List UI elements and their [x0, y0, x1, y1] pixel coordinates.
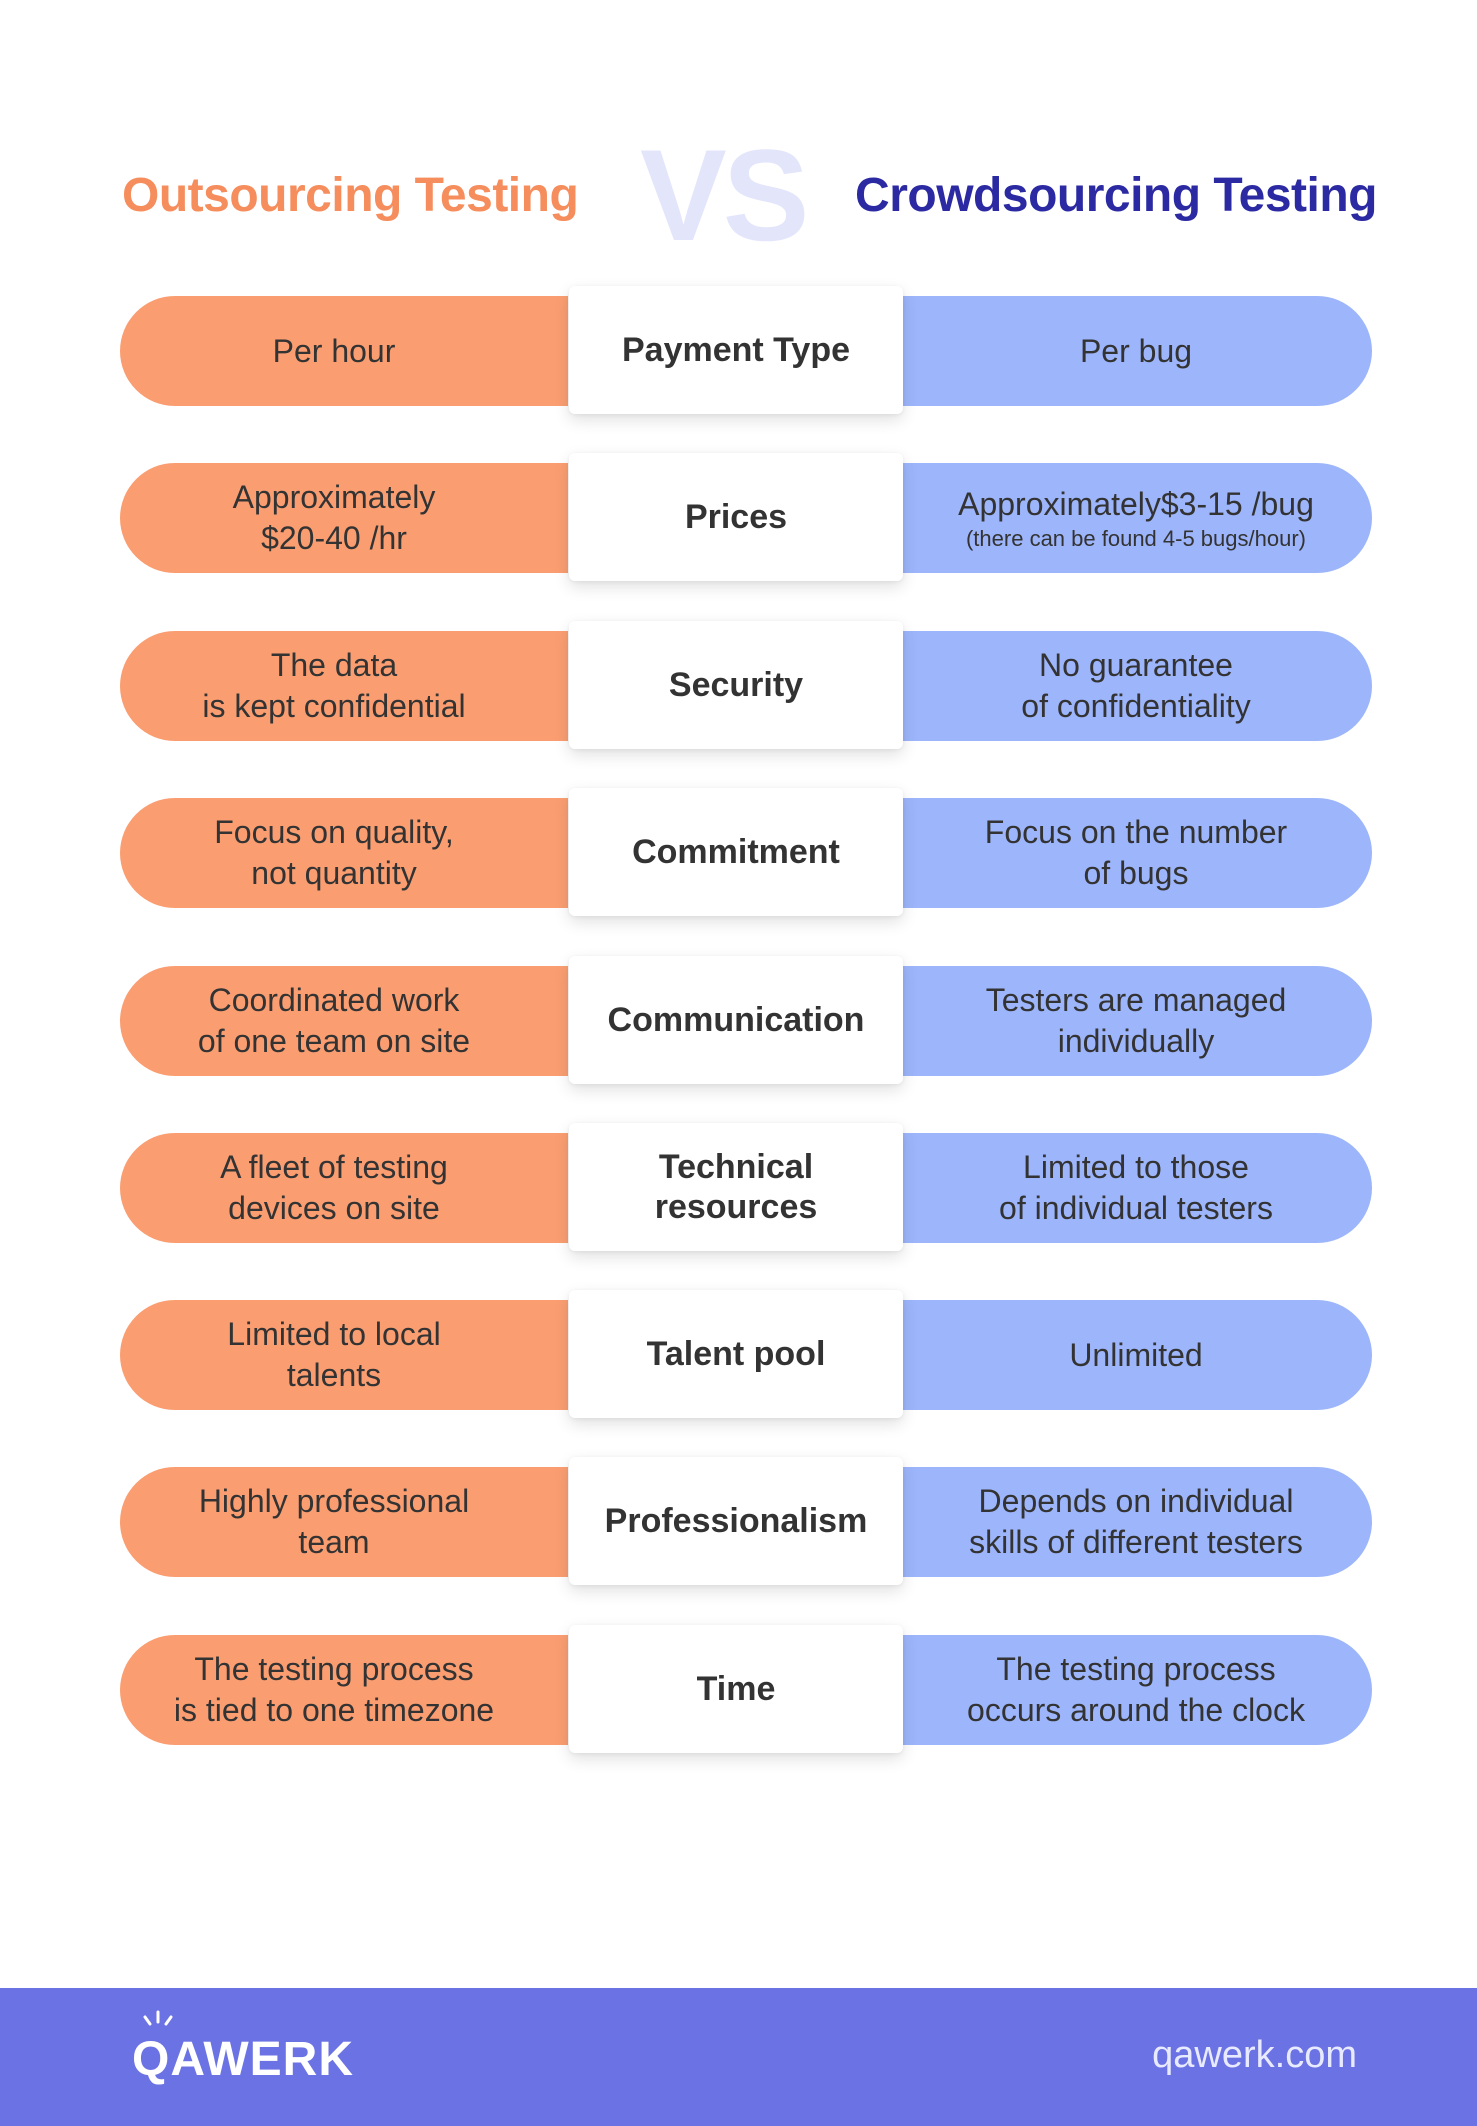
crowdsourcing-text: Focus on the number of bugs [984, 814, 1288, 891]
category-card: Prices [569, 453, 903, 581]
crowdsourcing-cell: Per bug [900, 296, 1372, 406]
crowdsourcing-cell: Focus on the number of bugs [900, 798, 1372, 908]
outsourcing-cell: The data is kept confidential [120, 631, 568, 741]
comparison-row-technical-resources: A fleet of testing devices on site Limit… [0, 1123, 1477, 1263]
comparison-row-commitment: Focus on quality, not quantity Focus on … [0, 788, 1477, 928]
category-card: Professionalism [569, 1457, 903, 1585]
outsourcing-cell: Coordinated work of one team on site [120, 966, 568, 1076]
comparison-row-professionalism: Highly professional team Depends on indi… [0, 1457, 1477, 1597]
crowdsourcing-note: (there can be found 4-5 bugs/hour) [965, 525, 1306, 551]
category-card: Communication [569, 956, 903, 1084]
outsourcing-cell: Per hour [120, 296, 568, 406]
category-card: Commitment [569, 788, 903, 916]
outsourcing-cell: Approximately $20-40 /hr [120, 463, 568, 573]
crowdsourcing-text: Depends on individual skills of differen… [969, 1483, 1303, 1560]
crowdsourcing-title: Crowdsourcing Testing [855, 169, 1377, 222]
outsourcing-cell: A fleet of testing devices on site [120, 1133, 568, 1243]
crowdsourcing-text: No guarantee of confidentiality [1021, 647, 1251, 724]
category-card: Talent pool [569, 1290, 903, 1418]
website-link[interactable]: qawerk.com [1152, 2034, 1357, 2076]
comparison-row-security: The data is kept confidential No guarant… [0, 621, 1477, 761]
comparison-row-prices: Approximately $20-40 /hr Approximately$3… [0, 453, 1477, 593]
crowdsourcing-cell: Depends on individual skills of differen… [900, 1467, 1372, 1577]
comparison-row-payment-type: Per hour Per bug Payment Type [0, 286, 1477, 426]
outsourcing-cell: Focus on quality, not quantity [120, 798, 568, 908]
vs-label: VS [640, 122, 809, 268]
category-card: Technical resources [569, 1123, 903, 1251]
qawerk-logo: QAWERK [132, 2033, 354, 2086]
comparison-row-talent-pool: Limited to local talents Unlimited Talen… [0, 1290, 1477, 1430]
outsourcing-cell: Limited to local talents [120, 1300, 568, 1410]
comparison-row-communication: Coordinated work of one team on site Tes… [0, 956, 1477, 1096]
comparison-header: Outsourcing Testing VS Crowdsourcing Tes… [0, 130, 1477, 270]
crowdsourcing-cell: Testers are managed individually [900, 966, 1372, 1076]
crowdsourcing-text: Limited to those of individual testers [999, 1149, 1273, 1226]
outsourcing-cell: Highly professional team [120, 1467, 568, 1577]
outsourcing-title: Outsourcing Testing [122, 169, 579, 222]
crowdsourcing-text: Per bug [1079, 332, 1193, 369]
crowdsourcing-text: The testing process occurs around the cl… [967, 1651, 1305, 1728]
crowdsourcing-cell: The testing process occurs around the cl… [900, 1635, 1372, 1745]
crowdsourcing-text: Testers are managed individually [985, 982, 1287, 1059]
category-card: Payment Type [569, 286, 903, 414]
outsourcing-cell: The testing process is tied to one timez… [120, 1635, 568, 1745]
logo-rays-icon [143, 2010, 173, 2026]
crowdsourcing-text: Unlimited [1069, 1336, 1203, 1373]
comparison-row-time: The testing process is tied to one timez… [0, 1625, 1477, 1765]
crowdsourcing-cell: Limited to those of individual testers [900, 1133, 1372, 1243]
crowdsourcing-text: Approximately$3-15 /bug [958, 485, 1314, 522]
footer-bar: QAWERK qawerk.com [0, 1988, 1477, 2126]
crowdsourcing-cell: No guarantee of confidentiality [900, 631, 1372, 741]
category-card: Time [569, 1625, 903, 1753]
category-card: Security [569, 621, 903, 749]
crowdsourcing-cell: Approximately$3-15 /bug (there can be fo… [900, 463, 1372, 573]
crowdsourcing-cell: Unlimited [900, 1300, 1372, 1410]
